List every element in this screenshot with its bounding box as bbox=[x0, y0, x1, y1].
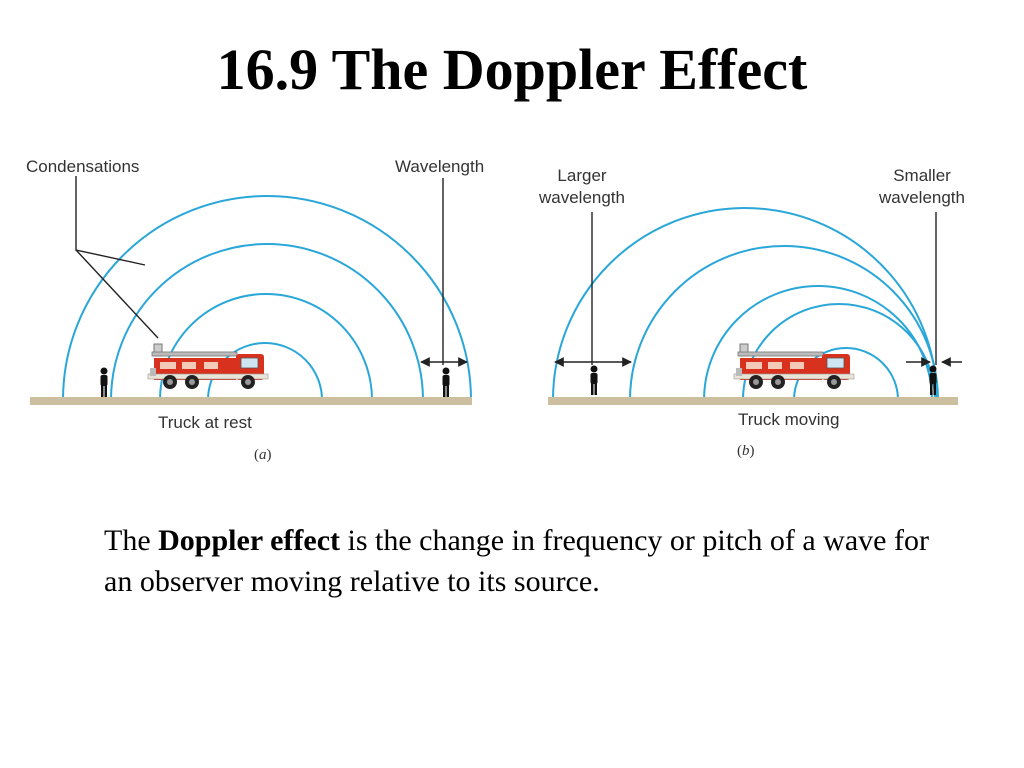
label-smaller-wavelength: wavelength bbox=[878, 188, 965, 207]
fire-truck-icon bbox=[147, 343, 269, 390]
doppler-definition: The Doppler effect is the change in freq… bbox=[104, 524, 929, 598]
label-condensations: Condensations bbox=[26, 157, 139, 176]
panel-a: Condensations Wavelength Truck at rest (… bbox=[26, 157, 484, 463]
slide-title: 16.9 The Doppler Effect bbox=[216, 37, 808, 102]
panel-tag-a: (a) bbox=[254, 447, 272, 463]
label-wavelength: Wavelength bbox=[395, 157, 484, 176]
doppler-figure: Condensations Wavelength Truck at rest (… bbox=[26, 157, 965, 463]
label-smaller: Smaller bbox=[893, 166, 951, 185]
doppler-effect-term: Doppler effect bbox=[158, 524, 341, 557]
person-icon bbox=[442, 367, 450, 397]
caption-truck-at-rest: Truck at rest bbox=[158, 413, 252, 432]
label-larger: Larger bbox=[557, 166, 606, 185]
label-larger-wavelength: wavelength bbox=[538, 188, 625, 207]
person-icon bbox=[929, 365, 937, 395]
caption-truck-moving: Truck moving bbox=[738, 410, 839, 429]
person-icon bbox=[100, 367, 108, 397]
panel-tag-b: (b) bbox=[737, 443, 755, 459]
person-icon bbox=[590, 365, 598, 395]
panel-b: Larger wavelength Smaller wavelength Tru… bbox=[538, 166, 965, 459]
fire-truck-icon bbox=[733, 343, 855, 390]
